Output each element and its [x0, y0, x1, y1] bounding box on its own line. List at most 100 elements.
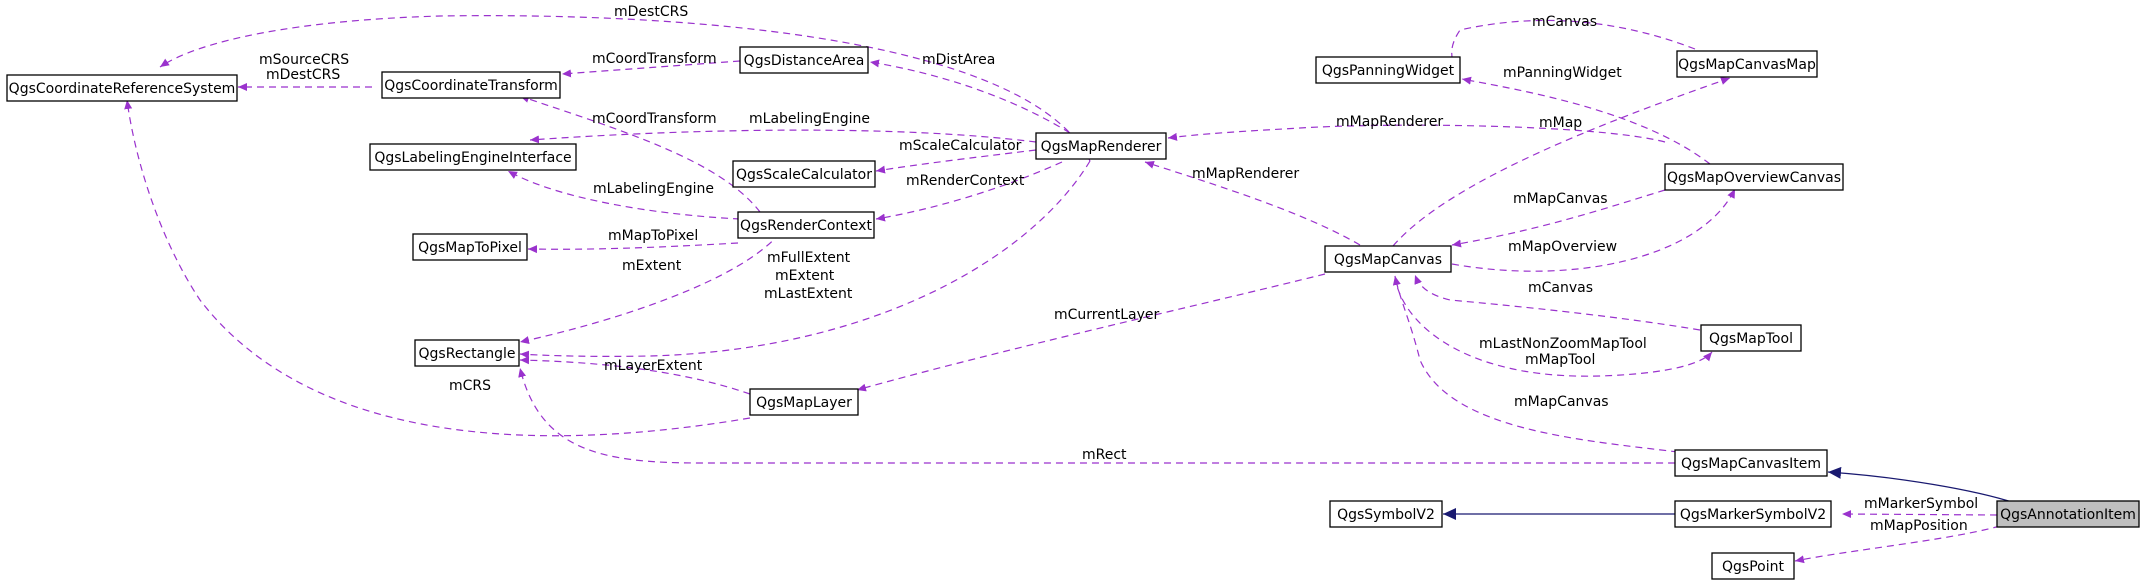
- edge-label: mRenderContext: [906, 173, 1025, 189]
- edge-label: mCoordTransform: [592, 51, 717, 67]
- class-node-label: QgsMapCanvasItem: [1681, 456, 1821, 472]
- edge-mlayerextent: [519, 356, 751, 395]
- edge-mpanningwidget: [1461, 76, 1711, 165]
- edge-label: mSourceCRS: [259, 52, 349, 68]
- edge-mcanvas-mcm: [1448, 19, 1696, 69]
- class-node-qgsmaprenderer[interactable]: QgsMapRenderer: [1035, 132, 1167, 160]
- class-node-qgsmaptopixel[interactable]: QgsMapToPixel: [412, 233, 528, 261]
- class-node-label: QgsMapLayer: [756, 395, 852, 411]
- class-node-label: QgsLabelingEngineInterface: [374, 150, 571, 166]
- class-node-label: QgsMapOverviewCanvas: [1667, 170, 1841, 186]
- edge-label: mLabelingEngine: [749, 111, 870, 127]
- class-node-label: QgsMapRenderer: [1041, 139, 1162, 155]
- edge-label: mMap: [1539, 115, 1582, 131]
- edge-mmapposition: [1794, 525, 2001, 564]
- class-node-qgsrendercontext[interactable]: QgsRenderContext: [737, 211, 875, 239]
- edge-label: mCanvas: [1532, 14, 1597, 30]
- edge-label: mMapTool: [1525, 352, 1595, 368]
- edge-mcrs: [124, 99, 751, 437]
- nodes: QgsCoordinateReferenceSystem QgsCoordina…: [6, 46, 2140, 580]
- class-node-label: QgsMapCanvasMap: [1678, 57, 1816, 73]
- edge-mscalecalculator: [875, 149, 1037, 174]
- edge-mmarkersymbol: [1841, 510, 1998, 519]
- edge-mcoordtransform-da: [561, 60, 741, 78]
- class-node-qgsmaplayer[interactable]: QgsMapLayer: [749, 388, 859, 416]
- edge-mmapoverview: [1451, 188, 1736, 272]
- edge-label: mScaleCalculator: [899, 138, 1022, 154]
- class-node-label: QgsCoordinateReferenceSystem: [9, 81, 236, 97]
- class-node-qgsmarkersymbolv2[interactable]: QgsMarkerSymbolV2: [1674, 500, 1832, 528]
- edge-label: mCanvas: [1528, 280, 1593, 296]
- class-node-qgsrectangle[interactable]: QgsRectangle: [414, 339, 520, 367]
- edge-mmaprenderer-moc: [1167, 124, 1666, 143]
- edge-label: mFullExtent: [767, 250, 851, 266]
- class-node-qgsmapcanvasitem[interactable]: QgsMapCanvasItem: [1674, 449, 1828, 477]
- edge-label: mCoordTransform: [592, 111, 717, 127]
- edge-label: mCRS: [449, 378, 491, 394]
- class-node-qgscoordinatereferencesystem[interactable]: QgsCoordinateReferenceSystem: [6, 74, 238, 102]
- class-node-qgssymbolv2[interactable]: QgsSymbolV2: [1329, 500, 1443, 528]
- class-node-label: QgsDistanceArea: [744, 53, 865, 69]
- edge-label: mMapOverview: [1508, 239, 1617, 255]
- edges: [124, 15, 2016, 564]
- edge-mmapcanvas-moc: [1451, 189, 1666, 248]
- edge-label: mExtent: [775, 268, 835, 284]
- edge-mdistarea: [869, 59, 1071, 134]
- edge-label: mLayerExtent: [604, 358, 703, 374]
- edge-mmap: [1392, 77, 1731, 247]
- class-node-qgsmapoverviewcanvas[interactable]: QgsMapOverviewCanvas: [1664, 163, 1844, 191]
- edge-mmapcanvas-mci: [1392, 275, 1679, 453]
- class-node-label: QgsScaleCalculator: [736, 167, 872, 183]
- edge-label: mDestCRS: [614, 4, 688, 20]
- class-node-label: QgsMapCanvas: [1334, 252, 1442, 268]
- edge-label: mDistArea: [922, 52, 995, 68]
- edge-label: mMapPosition: [1870, 518, 1968, 534]
- edge-label: mRect: [1082, 447, 1127, 463]
- edge-label: mMapCanvas: [1513, 191, 1608, 207]
- edge-label: mLastNonZoomMapTool: [1479, 336, 1647, 352]
- class-node-label: QgsMarkerSymbolV2: [1680, 507, 1826, 523]
- edge-labels: mDestCRS mSourceCRS mDestCRS mCoordTrans…: [259, 4, 1978, 534]
- class-node-label: QgsRectangle: [419, 346, 516, 362]
- class-node-qgspoint[interactable]: QgsPoint: [1711, 552, 1795, 580]
- edge-label: mLastExtent: [764, 286, 853, 302]
- edge-mlabelingengine-rc: [507, 170, 741, 220]
- class-node-label: QgsPanningWidget: [1322, 63, 1455, 79]
- class-node-qgsannotationitem[interactable]: QgsAnnotationItem: [1996, 500, 2140, 528]
- edge-inherit-mci[interactable]: [1827, 466, 2016, 504]
- class-node-qgsdistancearea[interactable]: QgsDistanceArea: [739, 46, 869, 74]
- class-node-label: QgsPoint: [1722, 559, 1784, 575]
- edge-label: mMapCanvas: [1514, 394, 1609, 410]
- edge-mcanvas-mt: [1414, 274, 1701, 331]
- edge-label: mMapRenderer: [1192, 166, 1299, 182]
- edge-mcoordtransform-rc: [519, 95, 761, 213]
- class-node-qgspanningwidget[interactable]: QgsPanningWidget: [1315, 56, 1461, 84]
- class-node-label: QgsMapToPixel: [418, 240, 522, 256]
- edge-mmaptool: [1394, 275, 1713, 377]
- edge-mmaptopixel: [527, 242, 739, 254]
- edge-label: mCurrentLayer: [1054, 307, 1159, 323]
- edge-label: mDestCRS: [266, 67, 340, 83]
- class-node-label: QgsRenderContext: [740, 218, 872, 234]
- edge-label: mLabelingEngine: [593, 181, 714, 197]
- edge-mrect: [518, 367, 1675, 464]
- class-node-label: QgsAnnotationItem: [2000, 507, 2136, 523]
- class-node-label: QgsMapTool: [1709, 331, 1793, 347]
- class-node-qgsmapcanvas[interactable]: QgsMapCanvas: [1324, 245, 1452, 273]
- edge-mextent-rc: [519, 232, 781, 344]
- edge-label: mMapRenderer: [1336, 114, 1443, 130]
- class-node-qgsmapcanvasmap[interactable]: QgsMapCanvasMap: [1676, 50, 1818, 78]
- edge-mcurrentlayer: [856, 273, 1326, 392]
- edge-label: mMarkerSymbol: [1864, 496, 1978, 512]
- edge-label: mExtent: [622, 258, 682, 274]
- class-node-qgsscalecalculator[interactable]: QgsScaleCalculator: [732, 160, 876, 188]
- class-node-label: QgsSymbolV2: [1337, 507, 1435, 523]
- class-node-qgslabelingengineinterface[interactable]: QgsLabelingEngineInterface: [369, 143, 577, 171]
- class-node-qgsmaptool[interactable]: QgsMapTool: [1700, 324, 1802, 352]
- class-node-qgscoordinatetransform[interactable]: QgsCoordinateTransform: [381, 71, 561, 99]
- edge-mrendercontext: [875, 161, 1063, 222]
- edge-mmaprenderer-mc: [1144, 160, 1361, 246]
- edge-label: mPanningWidget: [1503, 65, 1622, 81]
- edge-mdestcrs: [159, 15, 1091, 162]
